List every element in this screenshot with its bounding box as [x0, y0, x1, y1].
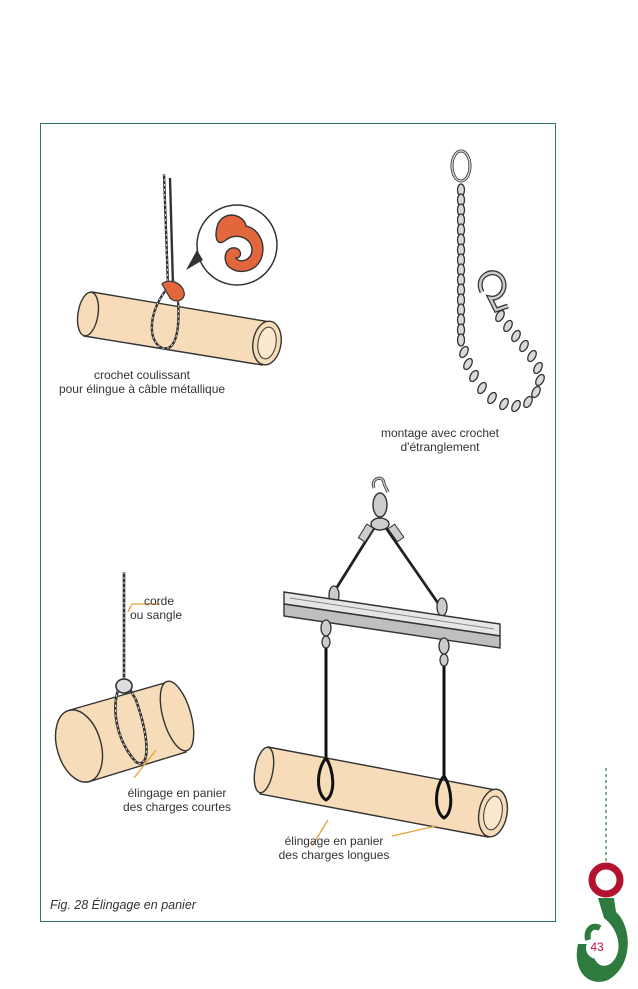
- label-long-loads-line1: élingage en panier: [284, 834, 384, 848]
- chain: [456, 183, 545, 413]
- pipe-top-left: [76, 291, 282, 366]
- label-choke-hook-line2: d'étranglement: [400, 440, 480, 454]
- chain-link-18: [469, 369, 479, 383]
- chain-link-16: [459, 345, 469, 359]
- chain-link-20: [487, 391, 497, 405]
- label-sliding-hook-line1: crochet coulissant: [93, 368, 191, 382]
- label-short-loads: élingage en panier des charges courtes: [114, 786, 240, 814]
- label-short-loads-line1: élingage en panier: [127, 786, 227, 800]
- pipe-bottom-left: [54, 680, 195, 783]
- pipe-long: [253, 746, 509, 838]
- figure-caption: Fig. 28 Élingage en panier: [50, 898, 196, 912]
- chain-link-15: [456, 333, 466, 347]
- chain-link-25: [535, 373, 545, 387]
- chain-link-31: [495, 309, 505, 323]
- rope-basket-loop: [114, 678, 148, 765]
- leader-lines: [127, 603, 437, 847]
- chain-link-27: [527, 349, 537, 363]
- chain-link-17: [463, 357, 473, 371]
- choke-hook: [477, 270, 509, 314]
- chain-link-24: [531, 385, 541, 399]
- page-hook-decoration: [576, 768, 628, 982]
- chain-link-26: [533, 361, 543, 375]
- chain-link-19: [477, 381, 487, 395]
- top-hook: [370, 476, 390, 531]
- chain-link-29: [511, 329, 521, 343]
- label-rope-line2: ou sangle: [130, 608, 183, 622]
- lower-sling-legs: [320, 619, 450, 778]
- label-rope-line1: corde: [144, 594, 175, 608]
- chain-link-28: [519, 339, 529, 353]
- sliding-hook-zoom-bubble: [186, 204, 278, 286]
- chain-link-21: [499, 397, 509, 411]
- chain-master-link: [450, 149, 472, 183]
- sliding-hook-small: [161, 280, 185, 302]
- label-long-loads-line2: des charges longues: [278, 848, 390, 862]
- wire-rope-sling: [150, 173, 180, 350]
- page-number: 43: [590, 940, 604, 954]
- chain-link-30: [503, 319, 513, 333]
- chain-link-22: [511, 399, 521, 413]
- label-choke-hook: montage avec crochet d'étranglement: [368, 426, 512, 454]
- label-rope: corde ou sangle: [130, 594, 190, 622]
- figure-frame: [40, 123, 556, 922]
- chain-link-23: [523, 395, 533, 409]
- sling-wraps: [317, 757, 453, 820]
- label-short-loads-line2: des charges courtes: [122, 800, 232, 814]
- label-choke-hook-line1: montage avec crochet: [380, 426, 500, 440]
- label-sliding-hook: crochet coulissant pour élingue à câble …: [52, 368, 232, 396]
- spreader-beam: [283, 591, 501, 649]
- label-sliding-hook-line2: pour élingue à câble métallique: [58, 382, 226, 396]
- label-long-loads: élingage en panier des charges longues: [266, 834, 402, 862]
